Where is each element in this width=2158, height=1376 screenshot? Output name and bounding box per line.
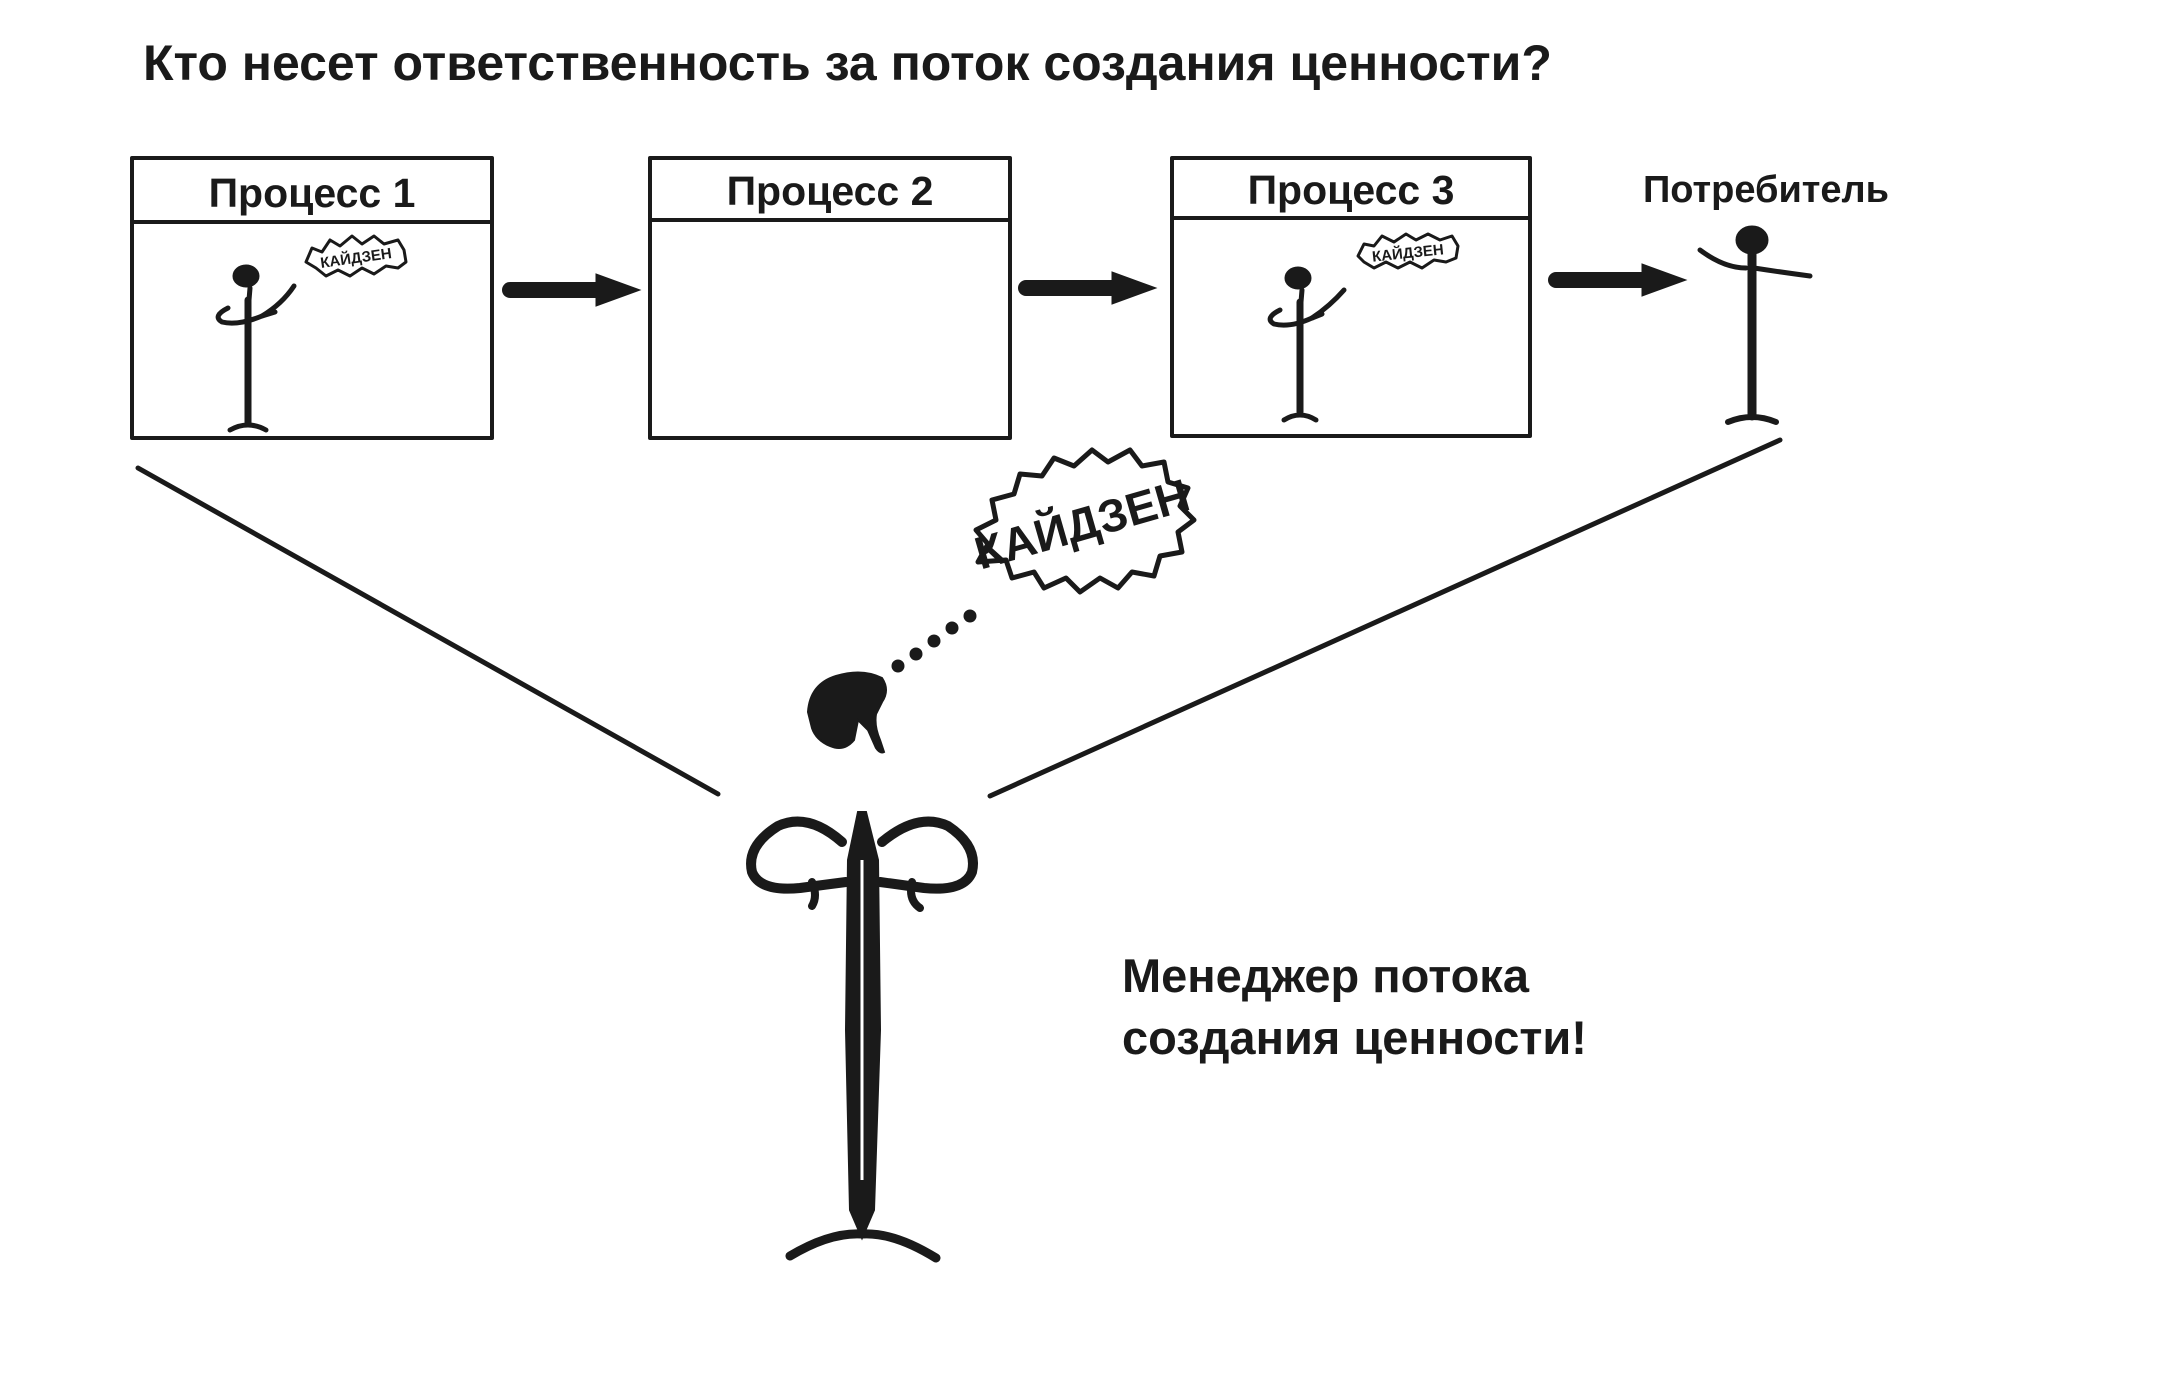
- kaizen-burst-icon: КАЙДЗЕН: [304, 234, 408, 278]
- consumer-label: Потребитель: [1643, 169, 1889, 211]
- process-box-1: Процесс 1 КАЙДЗЕН: [130, 156, 494, 440]
- arrow-right-icon: [502, 273, 642, 307]
- kaizen-burst-icon: КАЙДЗЕН: [969, 447, 1197, 595]
- process-2-label: Процесс 2: [727, 168, 934, 214]
- process-box-3: Процесс 3 КАЙДЗЕН: [1170, 156, 1532, 438]
- kaizen-label-manager: КАЙДЗЕН: [969, 469, 1195, 580]
- arrow-right-icon: [1018, 271, 1158, 305]
- process-3-label: Процесс 3: [1248, 167, 1455, 213]
- process-1-label: Процесс 1: [209, 170, 416, 216]
- worker-1-stick-figure-icon: [215, 264, 297, 433]
- manager-label-line1: Менеджер потока: [1122, 949, 1530, 1002]
- kaizen-burst-icon: КАЙДЗЕН: [1356, 232, 1460, 270]
- worker-3-stick-figure-icon: [1267, 266, 1347, 423]
- thought-dots: [891, 609, 977, 673]
- scope-line-left: [135, 465, 721, 797]
- process-box-2: Процесс 2: [648, 156, 1012, 440]
- manager-stick-figure-icon: [746, 671, 978, 1263]
- manager-label-line2: создания ценности!: [1122, 1011, 1587, 1064]
- diagram-title: Кто несет ответственность за поток созда…: [143, 35, 1552, 91]
- consumer-stick-figure-icon: [1697, 225, 1813, 425]
- scope-line-right: [987, 437, 1783, 799]
- arrow-right-icon: [1548, 263, 1688, 297]
